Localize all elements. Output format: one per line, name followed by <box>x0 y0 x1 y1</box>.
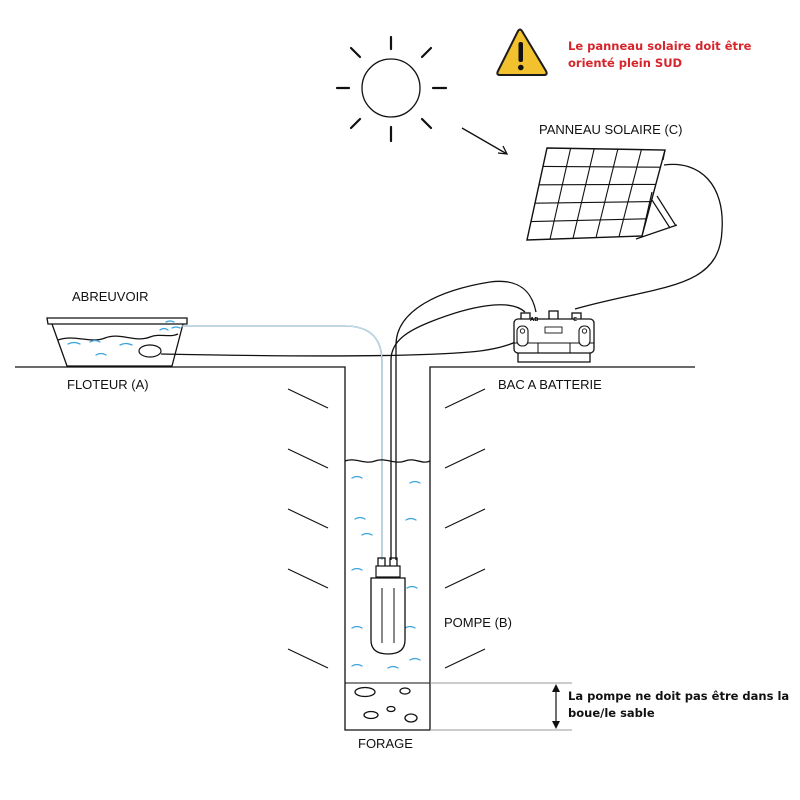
mud-note-line2: boue/le sable <box>568 706 655 720</box>
sunlight-arrow <box>461 127 509 155</box>
trough <box>46 317 188 367</box>
warning-triangle-icon <box>496 28 548 76</box>
mud-note-line1: La pompe ne doit pas être dans la <box>568 689 789 703</box>
warning-text-line1: Le panneau solaire doit être <box>568 39 752 53</box>
battery-box: AB C <box>513 310 595 363</box>
solar-panel <box>526 147 678 241</box>
battery-box-label: BAC A BATTERIE <box>498 377 602 392</box>
float-label: FLOTEUR (A) <box>67 377 149 392</box>
soil-hatching <box>287 388 486 669</box>
trough-label: ABREUVOIR <box>72 289 149 304</box>
battery-terminal-right: C <box>573 317 577 323</box>
submersible-pump <box>370 557 406 655</box>
borehole-label: FORAGE <box>358 736 413 751</box>
borehole-water <box>344 459 431 669</box>
pump-label: POMPE (B) <box>444 615 512 630</box>
mud-layer <box>345 682 430 723</box>
ground-and-borehole-outline <box>15 366 695 731</box>
solar-panel-label: PANNEAU SOLAIRE (C) <box>539 122 683 137</box>
mud-depth-marker <box>430 682 572 731</box>
warning-text-line2: orienté plein SUD <box>568 56 682 70</box>
sun-icon <box>335 35 448 143</box>
battery-terminal-left: AB <box>530 317 538 323</box>
float-switch <box>138 344 162 358</box>
